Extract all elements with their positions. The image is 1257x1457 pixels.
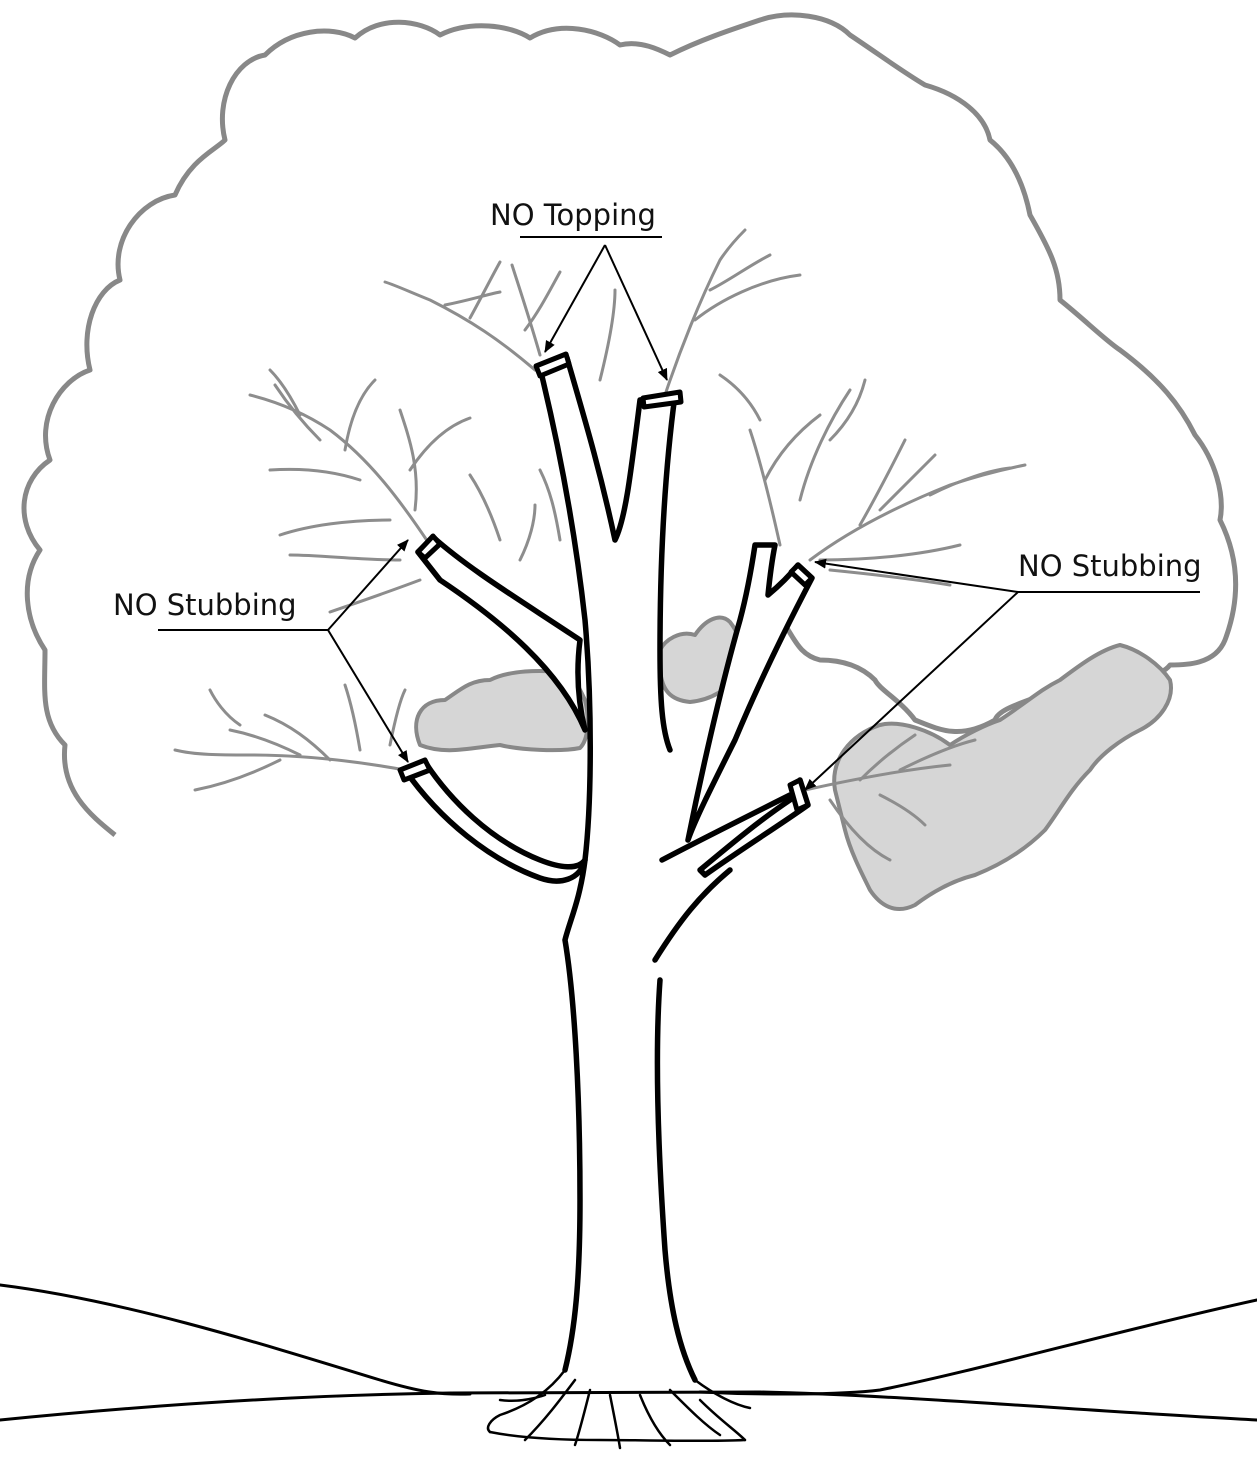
roots bbox=[488, 1370, 750, 1448]
label-no-topping: NO Topping bbox=[490, 198, 656, 232]
arrow-stubbing-lower-left bbox=[328, 630, 408, 762]
hill-left bbox=[0, 1285, 470, 1394]
arrow-stubbing-upper-right bbox=[815, 562, 1018, 592]
shadow-right bbox=[834, 645, 1171, 909]
label-no-stubbing-left: NO Stubbing bbox=[113, 588, 297, 622]
ground-line bbox=[0, 1392, 1257, 1420]
top-cut-right bbox=[643, 392, 681, 407]
label-no-stubbing-right: NO Stubbing bbox=[1018, 549, 1202, 583]
annotation-stubbing-left: NO Stubbing bbox=[113, 540, 408, 762]
tree-trunk bbox=[405, 358, 812, 1380]
arrow-stubbing-upper-left bbox=[328, 540, 408, 630]
hill-right bbox=[700, 1300, 1257, 1394]
arrow-topping-left bbox=[545, 245, 605, 352]
lower-left-branch bbox=[405, 762, 585, 881]
annotation-topping: NO Topping bbox=[490, 198, 667, 380]
trunk-right bbox=[658, 980, 695, 1380]
ground bbox=[0, 1285, 1257, 1420]
trunk-right-upper bbox=[655, 870, 730, 960]
